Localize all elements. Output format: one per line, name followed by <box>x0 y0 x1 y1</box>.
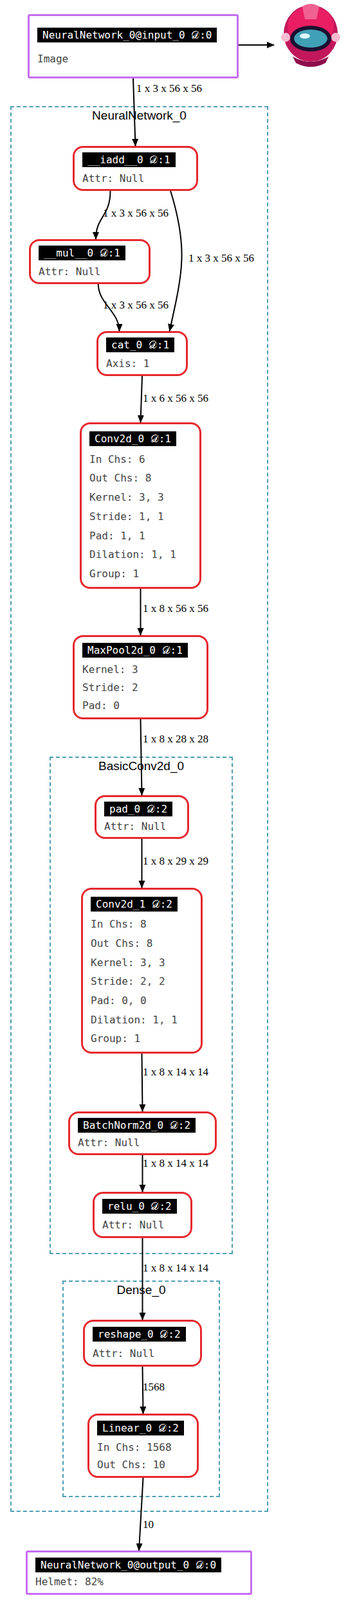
node-header: cat_0 𝒟:1 <box>106 337 175 353</box>
layer-box: relu_0 𝒟:2Attr: Null <box>92 1192 193 1239</box>
node-attribute: Attr: Null <box>92 1348 155 1361</box>
node-header: BatchNorm2d_0 𝒟:2 <box>77 1118 196 1134</box>
node-header: NeuralNetwork_0@output_0 𝒟:0 <box>35 1558 222 1574</box>
node-attribute: Dilation: 1, 1 <box>89 548 177 561</box>
layer-box: pad_0 𝒟:2Attr: Null <box>94 795 190 840</box>
node-header: Conv2d_0 𝒟:1 <box>89 431 177 447</box>
tensor-arrow <box>141 839 143 889</box>
node-attribute: Pad: 0, 0 <box>90 995 147 1008</box>
tensor-arrow <box>142 1238 144 1321</box>
node-header: NeuralNetwork_0@input_0 𝒟:0 <box>37 27 217 43</box>
layer-box: Conv2d_1 𝒟:2 In Chs: 8 Out Chs: 8 Kernel: 3… <box>81 888 203 1055</box>
cluster-label: NeuralNetwork_0 <box>11 108 267 123</box>
tensor-shape: 1 x 3 x 56 x 56 <box>102 207 169 220</box>
node-attribute: Kernel: 3, 3 <box>89 491 165 504</box>
layer-box: cat_0 𝒟:1Axis: 1 <box>96 331 188 377</box>
node-attribute: Stride: 1, 1 <box>89 510 165 523</box>
node-attribute: Kernel: 3, 3 <box>90 957 166 970</box>
node-attribute: Stride: 2 <box>82 681 139 695</box>
layer-box: __mul__0 𝒟:1Attr: Null <box>28 239 151 285</box>
io-box: NeuralNetwork_0@output_0 𝒟:0Helmet: 82% <box>25 1551 253 1596</box>
node-attribute: In Chs: 1568 <box>97 1442 172 1455</box>
tensor-shape: 1 x 8 x 14 x 14 <box>142 1157 209 1171</box>
node-attribute: Helmet: 82% <box>35 1576 104 1589</box>
node-header: Conv2d_1 𝒟:2 <box>90 897 178 913</box>
node-attribute: Attr: Null <box>38 265 101 278</box>
layer-box: MaxPool2d_0 𝒟:1Kernel: 3 Stride: 2 Pad: 0 <box>72 635 209 720</box>
tensor-arrow <box>138 1478 144 1552</box>
tensor-shape: 1 x 3 x 56 x 56 <box>136 82 202 96</box>
tensor-arrow <box>142 1054 143 1113</box>
tensor-shape: 1568 <box>142 1381 165 1395</box>
tensor-arrow <box>133 78 136 147</box>
node-header: pad_0 𝒟:2 <box>104 802 173 817</box>
node-attribute: Image <box>37 52 69 65</box>
tensor-shape: 1 x 8 x 14 x 14 <box>142 1262 209 1276</box>
layer-box: Conv2d_0 𝒟:1 In Chs: 6 Out Chs: 8 Kernel: 3… <box>79 422 202 590</box>
tensor-shape: 1 x 8 x 29 x 29 <box>142 855 209 869</box>
layer-box: __iadd__0 𝒟:1Attr: Null <box>72 146 199 192</box>
node-attribute: Axis: 1 <box>106 357 150 370</box>
tensor-arrow <box>169 191 183 332</box>
tensor-arrow <box>140 589 142 636</box>
layer-box: BatchNorm2d_0 𝒟:2Attr: Null <box>68 1112 217 1156</box>
tensor-shape: 1 x 6 x 56 x 56 <box>142 392 209 406</box>
layer-box: Linear_0 𝒟:2 In Chs: 1568Out Chs: 10 <box>87 1414 199 1479</box>
helmet-image <box>276 1 345 70</box>
image-link <box>238 44 275 46</box>
node-attribute: Group: 1 <box>90 1033 141 1046</box>
node-attribute: In Chs: 6 <box>89 453 146 466</box>
node-attribute: Attr: Null <box>102 1219 165 1232</box>
node-attribute: Attr: Null <box>77 1137 140 1150</box>
node-header: relu_0 𝒟:2 <box>102 1199 177 1215</box>
tensor-shape: 1 x 8 x 56 x 56 <box>142 602 209 616</box>
tensor-shape: 1 x 8 x 28 x 28 <box>142 733 209 747</box>
node-attribute: Group: 1 <box>89 567 139 581</box>
cluster-box: Dense_0 reshape_0 𝒟:2Attr: NullLinear_0 𝒟… <box>62 1281 220 1499</box>
tensor-shape: 1 x 3 x 56 x 56 <box>102 299 169 312</box>
io-box: NeuralNetwork_0@input_0 𝒟:0Image <box>27 14 239 79</box>
node-attribute: Out Chs: 8 <box>90 937 153 951</box>
node-attribute: Attr: Null <box>104 820 166 834</box>
node-attribute: Pad: 0 <box>82 699 120 713</box>
cluster-box: BasicConv2d_0pad_0 𝒟:2Attr: NullConv2d_1… <box>49 757 233 1255</box>
cluster-label: Dense_0 <box>63 1283 219 1299</box>
node-header: __iadd__0 𝒟:1 <box>82 152 176 168</box>
cluster-label: BasicConv2d_0 <box>50 759 232 774</box>
node-attribute: Out Chs: 10 <box>97 1459 166 1472</box>
layer-box: reshape_0 𝒟:2Attr: Null <box>82 1320 202 1368</box>
tensor-arrow <box>140 719 143 796</box>
node-attribute: Pad: 1, 1 <box>89 530 146 543</box>
cluster-box: NeuralNetwork_0__iadd__0 𝒟:1Attr: Null__… <box>10 106 269 1513</box>
node-header: MaxPool2d_0 𝒟:1 <box>82 643 188 659</box>
node-header: __mul__0 𝒟:1 <box>38 245 126 261</box>
node-attribute: In Chs: 8 <box>90 918 147 931</box>
node-header: Linear_0 𝒟:2 <box>97 1421 184 1437</box>
tensor-shape: 1 x 3 x 56 x 56 <box>188 252 255 266</box>
node-attribute: Stride: 2, 2 <box>90 975 166 989</box>
tensor-arrow <box>140 376 143 423</box>
node-attribute: Dilation: 1, 1 <box>90 1014 178 1027</box>
tensor-shape: 10 <box>142 1519 154 1533</box>
node-attribute: Kernel: 3 <box>82 663 139 677</box>
node-header: reshape_0 𝒟:2 <box>92 1327 186 1343</box>
node-attribute: Attr: Null <box>82 172 145 185</box>
tensor-shape: 1 x 8 x 14 x 14 <box>142 1066 209 1080</box>
node-attribute: Out Chs: 8 <box>89 472 152 485</box>
